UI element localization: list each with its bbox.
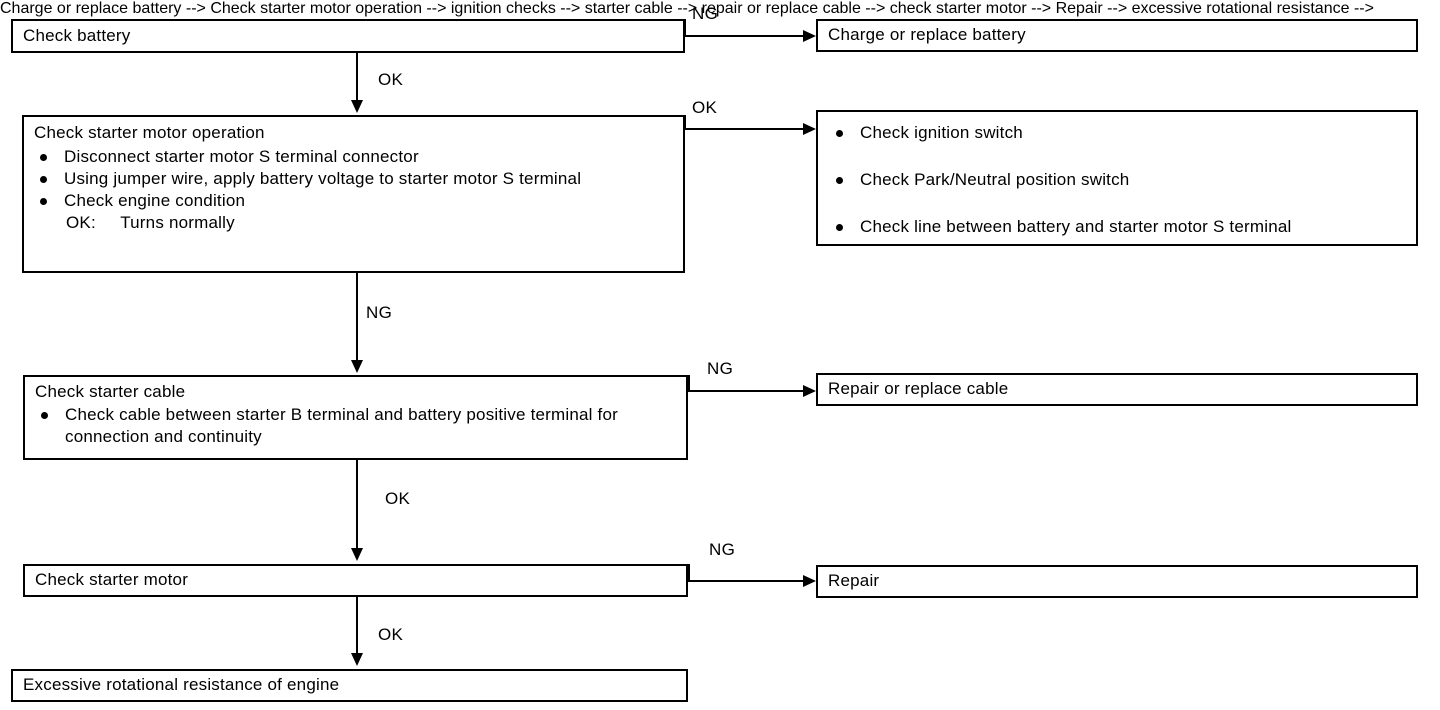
edge-cable-to-motor-arrow	[351, 548, 363, 561]
edge-motor-to-resistance-line	[356, 597, 358, 654]
edge-operation-to-cable-line	[356, 273, 358, 361]
edge-battery-to-charge-arrow	[803, 30, 816, 42]
node-check-starter-cable[interactable]: Check starter cable Check cable between …	[23, 375, 688, 460]
edge-operation-to-ignition-stub	[684, 115, 686, 129]
node-charge-or-replace-battery[interactable]: Charge or replace battery	[816, 19, 1418, 52]
node-excessive-rotational-resistance-label: Excessive rotational resistance of engin…	[23, 675, 340, 694]
bullet-dot-icon	[41, 412, 48, 419]
node-check-starter-motor-operation-bullets: Disconnect starter motor S terminal conn…	[24, 146, 683, 212]
node-check-starter-motor-operation-subline: OK: Turns normally	[66, 213, 235, 232]
edge-operation-to-cable-arrow	[351, 360, 363, 373]
node-excessive-rotational-resistance[interactable]: Excessive rotational resistance of engin…	[11, 669, 688, 702]
node-check-battery[interactable]: Check battery	[11, 19, 685, 53]
node-repair-label: Repair	[828, 571, 880, 590]
edge-battery-to-charge-stub	[684, 19, 686, 36]
edge-cable-to-repair-arrow	[803, 385, 816, 397]
list-item-text: Check line between battery and starter m…	[860, 217, 1292, 236]
edge-battery-to-operation-arrow	[351, 100, 363, 113]
node-check-starter-cable-title: Check starter cable	[35, 382, 186, 401]
list-item: Check cable between starter B terminal a…	[33, 404, 686, 448]
bullet-dot-icon	[40, 176, 47, 183]
list-item-text: Disconnect starter motor S terminal conn…	[64, 147, 419, 166]
list-item-text: Check ignition switch	[860, 123, 1023, 142]
list-item: Check line between battery and starter m…	[828, 216, 1416, 238]
bullet-dot-icon	[836, 130, 843, 137]
edge-label-battery-to-charge: NG	[692, 4, 719, 23]
edge-motor-to-repair-arrow	[803, 575, 816, 587]
bullet-dot-icon	[836, 224, 843, 231]
edge-label-motor-to-repair: NG	[709, 540, 736, 559]
edge-label-cable-to-motor: OK	[385, 489, 411, 508]
edge-label-operation-to-cable: NG	[366, 303, 393, 322]
edge-label-battery-to-operation: OK	[378, 70, 404, 89]
list-item: Disconnect starter motor S terminal conn…	[32, 146, 683, 168]
edge-label-motor-to-resistance: OK	[378, 625, 404, 644]
edge-operation-to-ignition-line	[684, 128, 804, 130]
list-item-text: Check engine condition	[64, 191, 246, 210]
node-repair[interactable]: Repair	[816, 565, 1418, 598]
node-ignition-checks[interactable]: Check ignition switch Check Park/Neutral…	[816, 110, 1418, 246]
list-item-text: Check Park/Neutral position switch	[860, 170, 1130, 189]
node-check-starter-motor[interactable]: Check starter motor	[23, 564, 688, 597]
edge-motor-to-repair-line	[688, 580, 804, 582]
edge-battery-to-operation-line	[356, 53, 358, 101]
list-item: Check engine condition	[32, 190, 683, 212]
list-item-text: Using jumper wire, apply battery voltage…	[64, 169, 582, 188]
node-check-starter-motor-operation-title: Check starter motor operation	[34, 123, 265, 142]
list-item: Check ignition switch	[828, 122, 1416, 144]
edge-motor-to-repair-stub	[688, 564, 690, 582]
node-check-starter-motor-label: Check starter motor	[35, 570, 189, 589]
node-check-battery-label: Check battery	[23, 26, 131, 45]
node-ignition-checks-bullets: Check ignition switch Check Park/Neutral…	[818, 112, 1416, 238]
node-check-starter-motor-operation[interactable]: Check starter motor operation Disconnect…	[22, 115, 685, 273]
edge-motor-to-resistance-arrow	[351, 653, 363, 666]
node-repair-or-replace-cable-label: Repair or replace cable	[828, 379, 1009, 398]
node-repair-or-replace-cable[interactable]: Repair or replace cable	[816, 373, 1418, 406]
list-item: Using jumper wire, apply battery voltage…	[32, 168, 683, 190]
edge-cable-to-motor-line	[356, 460, 358, 549]
bullet-dot-icon	[40, 154, 47, 161]
edge-operation-to-ignition-arrow	[803, 123, 816, 135]
bullet-dot-icon	[836, 177, 843, 184]
bullet-dot-icon	[40, 198, 47, 205]
list-item: Check Park/Neutral position switch	[828, 169, 1416, 191]
edge-battery-to-charge-line	[684, 35, 804, 37]
edge-label-cable-to-repair: NG	[707, 359, 734, 378]
node-charge-or-replace-battery-label: Charge or replace battery	[828, 25, 1026, 44]
node-check-starter-cable-bullets: Check cable between starter B terminal a…	[25, 404, 686, 448]
edge-label-operation-to-ignition: OK	[692, 98, 718, 117]
edge-cable-to-repair-line	[688, 390, 804, 392]
list-item-text: Check cable between starter B terminal a…	[65, 405, 618, 446]
edge-cable-to-repair-stub	[688, 375, 690, 392]
